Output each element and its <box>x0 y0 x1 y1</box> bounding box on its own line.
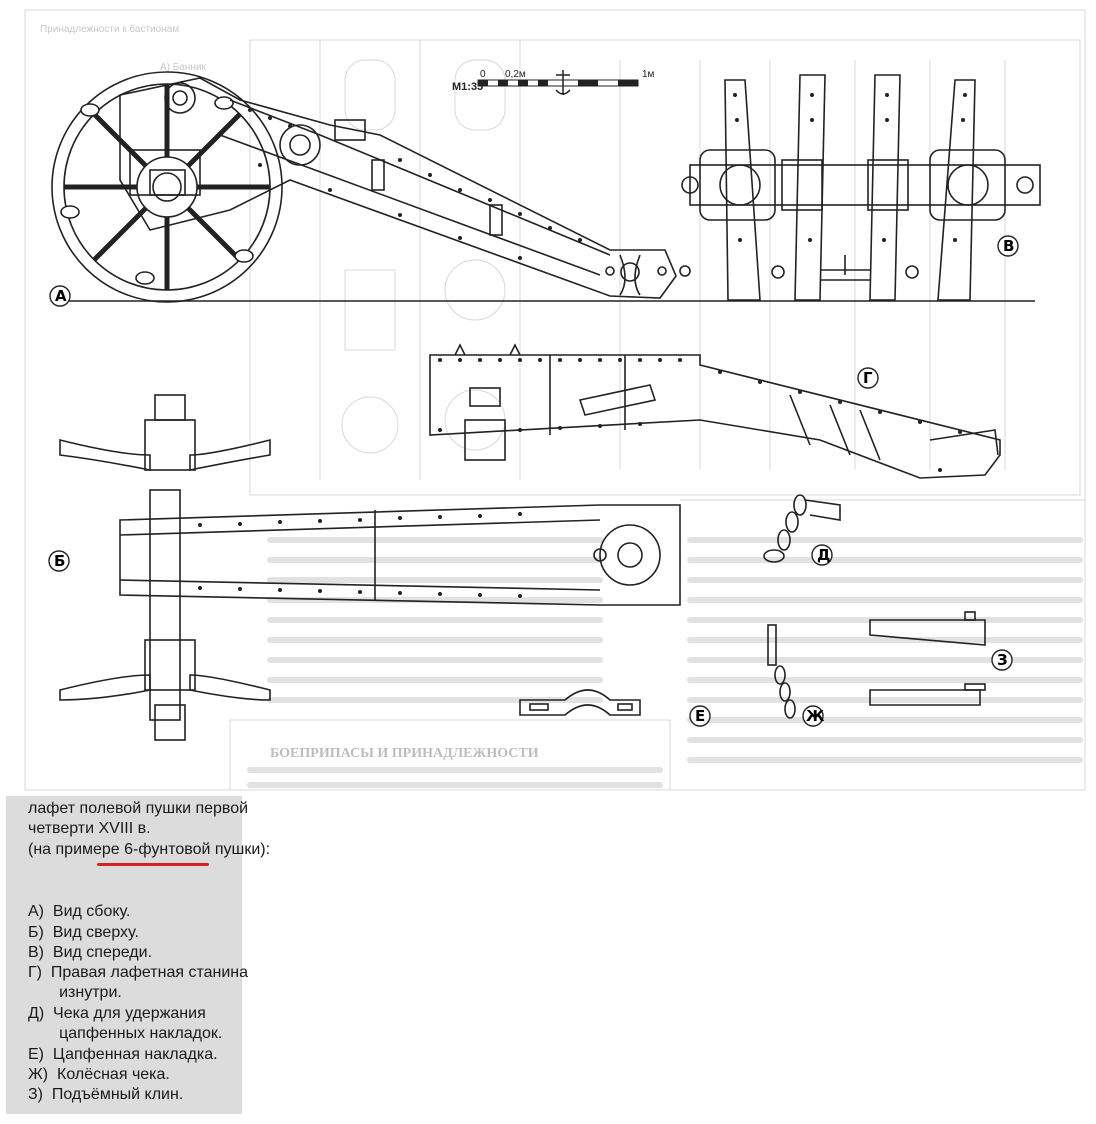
scale-tick-02: 0,2м <box>505 69 526 80</box>
label-v: В <box>1003 237 1014 255</box>
label-b: Б <box>54 552 65 570</box>
label-a: А <box>55 287 67 305</box>
background-bleed <box>24 9 1086 791</box>
caption-item-a: А) Вид сбоку. <box>28 903 131 920</box>
caption-item-d: Д) Чека для удержания <box>28 1005 206 1022</box>
caption-title-line-1: лафет полевой пушки первой <box>28 800 249 817</box>
scale-tick-0: 0 <box>480 69 486 80</box>
caption-item-e: Е) Цапфенная накладка. <box>28 1046 218 1063</box>
background-top-left-1: Принадлежности к бастионам <box>40 23 179 35</box>
label-g: Г <box>863 369 873 387</box>
caption-item-b: Б) Вид сверху. <box>28 924 139 941</box>
top-view-drawing <box>59 394 681 741</box>
scale-bar <box>477 70 639 95</box>
chain-key-drawing <box>763 494 841 563</box>
caption-item-g-cont: изнутри. <box>28 984 122 1001</box>
caption-title-line-2: четверти XVIII в. <box>28 820 151 837</box>
caption-panel <box>6 796 242 1114</box>
side-view-rivets <box>248 108 582 260</box>
side-view-drawing <box>51 71 691 303</box>
top-view-rivets <box>198 512 522 598</box>
wheel-key-drawing <box>767 624 796 719</box>
highlight-underline <box>97 863 209 866</box>
caption-item-g: Г) Правая лафетная станина <box>28 964 248 981</box>
label-zh: Ж <box>806 707 825 725</box>
caption-item-d-cont: цапфенных накладок. <box>28 1025 223 1042</box>
front-view-rivets <box>733 93 967 242</box>
trunnion-plate-drawing <box>519 689 641 716</box>
label-e: Е <box>695 707 705 725</box>
label-d: Д <box>817 546 830 564</box>
scale-tick-1: 1м <box>642 69 655 80</box>
caption-item-zh: Ж) Колёсная чека. <box>28 1066 170 1083</box>
trail-inside-drawing <box>429 343 1001 479</box>
caption-title-line-3: (на примере 6-фунтовой пушки): <box>28 841 270 859</box>
caption-title-highlight: 6-фунтовой пушки): <box>124 841 271 858</box>
front-view-drawing <box>681 74 1041 301</box>
technical-drawing-plate: БОЕПРИПАСЫ И ПРИНАДЛЕЖНОСТИ Принадлежнос… <box>24 9 1086 791</box>
view-label-markers <box>48 235 1019 727</box>
trail-inside-rivets <box>438 358 962 472</box>
background-heading: БОЕПРИПАСЫ И ПРИНАДЛЕЖНОСТИ <box>270 746 539 761</box>
background-top-left-2: А) Банник <box>160 62 207 73</box>
caption-item-z: З) Подъёмный клин. <box>28 1086 184 1103</box>
scale-label: M1:35 <box>452 81 483 93</box>
wedge-drawing <box>869 611 986 706</box>
label-z: З <box>997 651 1008 669</box>
caption-title-prefix: (на примере <box>28 841 125 858</box>
background-text-lines <box>247 537 1083 788</box>
caption-item-v: В) Вид спереди. <box>28 944 153 961</box>
